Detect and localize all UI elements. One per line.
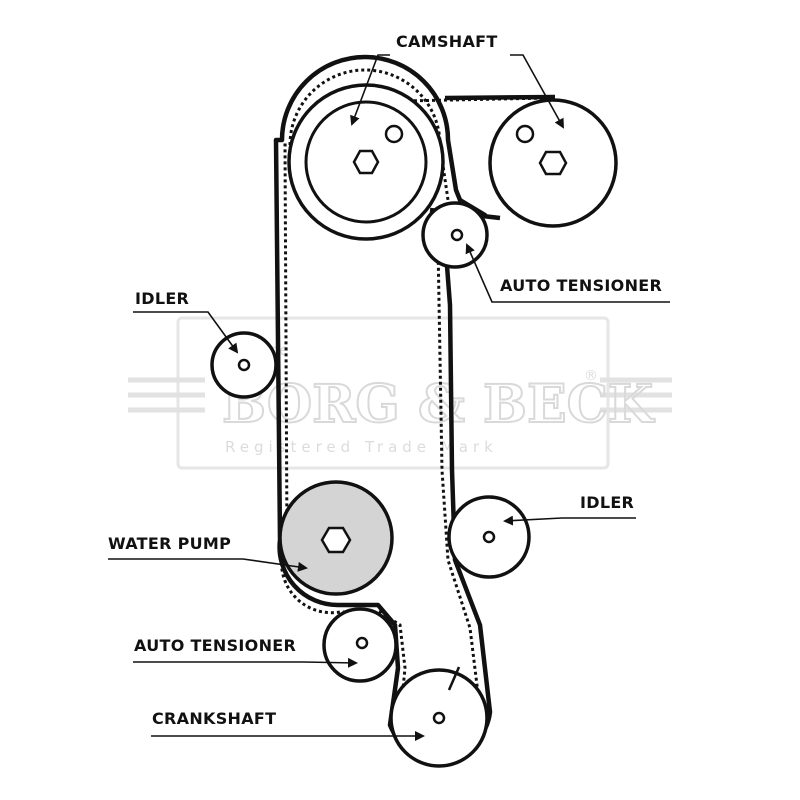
label-auto-tensioner-top: AUTO TENSIONER: [500, 276, 662, 295]
watermark-registered: ®: [584, 368, 598, 384]
leader-auto-tensioner-bottom: [133, 657, 358, 668]
auto-tensioner-bottom-pulley: [322, 607, 398, 683]
label-camshaft: CAMSHAFT: [396, 32, 498, 51]
hub-icon: [450, 228, 464, 242]
leader-camshaft-right: [510, 54, 564, 129]
leader-lines: [108, 54, 670, 741]
timing-mark-icon: [447, 666, 461, 691]
leader-auto-tensioner-top: [465, 243, 670, 303]
label-auto-tensioner-bottom: AUTO TENSIONER: [134, 636, 296, 655]
watermark-tagline: Registered Trade Mark: [225, 438, 498, 456]
timing-mark-icon: [384, 124, 404, 144]
idler-right-pulley: [447, 495, 531, 579]
camshaft-pulley-left: [287, 83, 445, 241]
hexagon-bolt-icon: [352, 149, 380, 175]
watermark-brand: BORG & BECK: [222, 374, 655, 435]
timing-mark-icon: [515, 124, 535, 144]
component-labels: CAMSHAFT AUTO TENSIONER IDLER IDLER WATE…: [108, 32, 662, 728]
hexagon-bolt-icon: [538, 150, 568, 176]
camshaft-pulley-right: [488, 98, 618, 228]
label-water-pump: WATER PUMP: [108, 534, 231, 553]
label-crankshaft: CRANKSHAFT: [152, 709, 276, 728]
hub-icon: [432, 711, 446, 725]
label-idler-left: IDLER: [135, 289, 189, 308]
label-idler-right: IDLER: [580, 493, 634, 512]
leader-idler-left: [133, 311, 239, 354]
idler-left-pulley: [210, 331, 278, 399]
hub-icon: [237, 358, 251, 372]
auto-tensioner-top-pulley: [421, 201, 489, 269]
leader-idler-right: [503, 515, 636, 526]
watermark: Genuine BORG & BECK ® Registered Trade M…: [128, 316, 672, 470]
hexagon-bolt-icon: [320, 526, 352, 554]
leader-camshaft-left: [350, 54, 390, 126]
hub-icon: [355, 636, 369, 650]
belt-outer: [273, 54, 493, 761]
water-pump-pulley: [278, 480, 394, 596]
hub-icon: [482, 530, 496, 544]
leader-water-pump: [108, 558, 308, 572]
crankshaft-pulley: [389, 666, 489, 768]
